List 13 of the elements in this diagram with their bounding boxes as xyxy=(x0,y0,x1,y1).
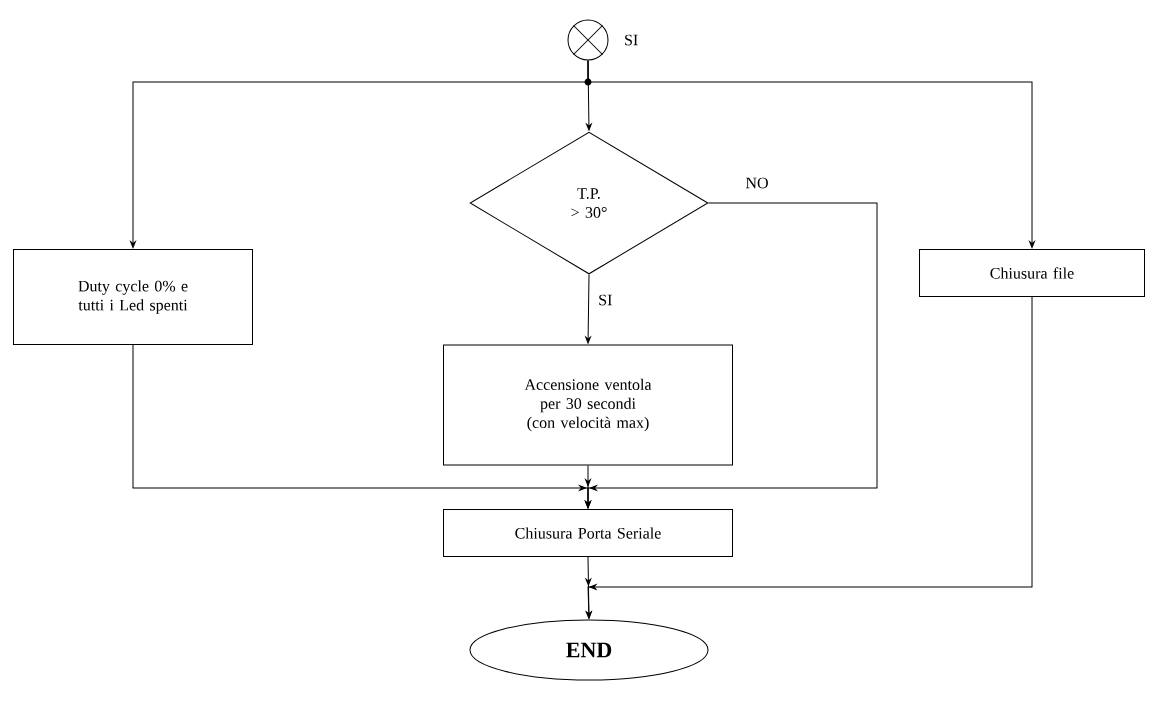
edge-label: NO xyxy=(743,175,771,191)
process-box: Duty cycle 0% e tutti i Led spenti xyxy=(13,249,253,345)
arrow xyxy=(585,274,591,344)
arrow xyxy=(585,465,591,509)
process-box: Accensione ventola per 30 secondi (con velocità max) xyxy=(443,344,733,466)
edge-label: SI xyxy=(596,292,615,308)
arrow xyxy=(585,296,1033,619)
start-circle xyxy=(567,19,609,61)
arrow xyxy=(586,60,592,131)
process-box: Chiusura file xyxy=(919,249,1145,297)
beside-label: SI xyxy=(625,34,638,46)
arrow xyxy=(587,60,1035,249)
process-box: Chiusura Porta Seriale xyxy=(443,509,733,557)
